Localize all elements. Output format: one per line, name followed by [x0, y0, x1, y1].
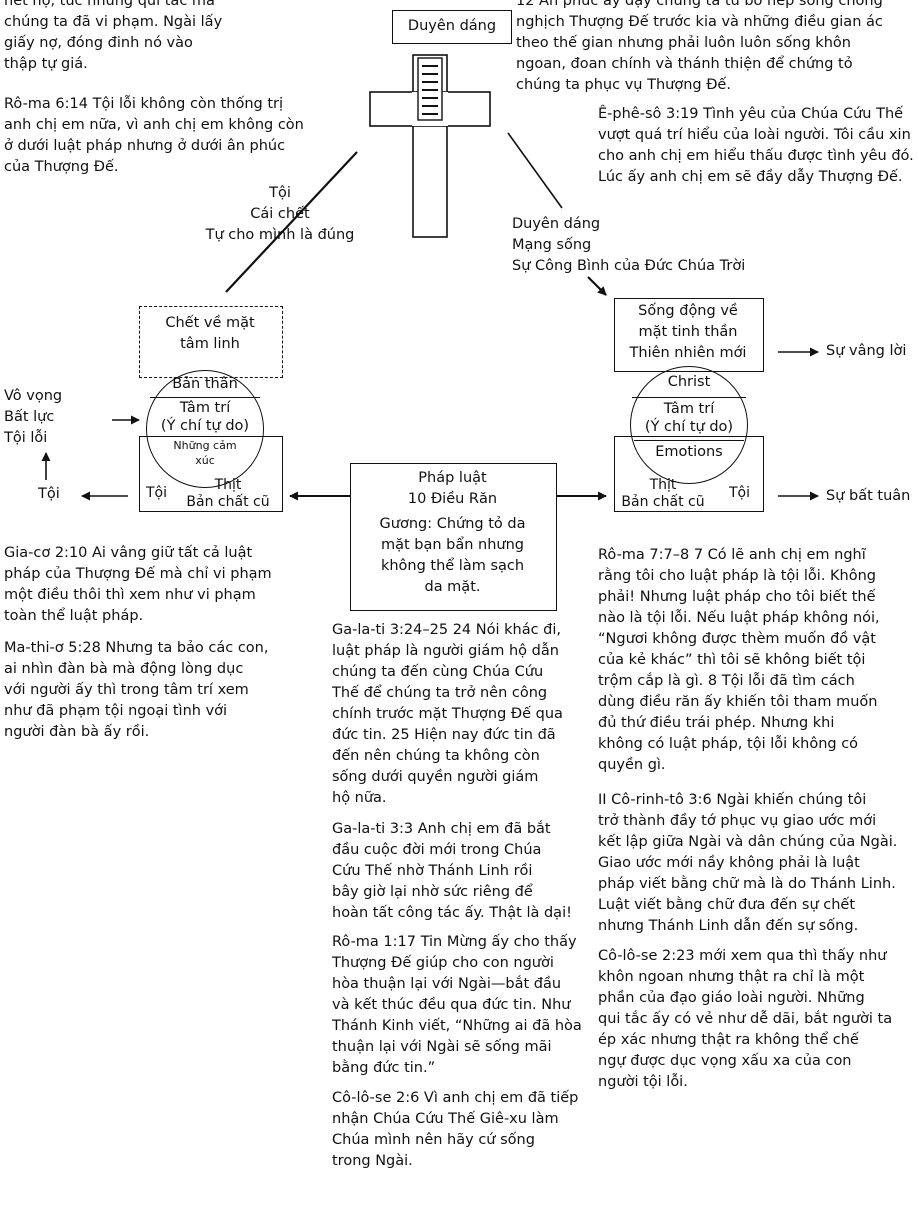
ephesians-text: Ê-phê-sô 3:19 Tình yêu của Chúa Cứu Thế … — [598, 106, 914, 185]
left-spirit-box: Chết về mặt tâm linh — [139, 306, 283, 378]
colossians-2-6-text: Cô-lô-se 2:6 Vì anh chị em đã tiếp nhận … — [332, 1090, 579, 1169]
cross-shape — [369, 54, 491, 238]
romans-7-7-text: Rô-ma 7:7–8 7 Có lẽ anh chị em nghĩ rằng… — [598, 547, 880, 773]
corinthians-3-6-text: II Cô-rinh-tô 3:6 Ngài khiến chúng tôi t… — [598, 792, 898, 934]
obedience-label: Sự vâng lời — [826, 343, 907, 359]
right-soul-circle — [630, 366, 748, 484]
left-out-sin-label: Tội — [38, 486, 60, 502]
galatians-3-24-text: Ga-la-ti 3:24–25 24 Nói khác đi, luật ph… — [332, 622, 563, 806]
law-title: Pháp luật 10 Điều Răn — [407, 470, 498, 507]
right-mind-label: Tâm trí (Ý chí tự do) — [644, 401, 734, 435]
arrow-into-right-figure — [587, 276, 607, 296]
titus-text: 12 Ân phúc ấy dạy chúng ta từ bỏ nếp sốn… — [516, 0, 883, 93]
law-box: Pháp luật 10 Điều Răn Gương: Chứng tỏ da… — [350, 463, 557, 611]
left-arrow-label: Tội Cái chết Tự cho mình là đúng — [205, 185, 355, 243]
colossians-text-top: hết nợ, tức những qui tắc mà chúng ta đã… — [4, 0, 223, 72]
galatians-3-3-text: Ga-la-ti 3:3 Anh chị em đã bắt đầu cuộc … — [332, 821, 572, 921]
right-spirit-box: Sống động về mặt tinh thần Thiên nhiên m… — [614, 298, 764, 372]
cross-label: Duyên dáng — [392, 10, 512, 44]
matthew-5-28-text: Ma-thi-ơ 5:28 Nhưng ta bảo các con, ai n… — [4, 640, 269, 740]
romans-6-14-text: Rô-ma 6:14 Tội lỗi không còn thống trị a… — [4, 96, 304, 175]
right-arrow-label: Duyên dáng Mạng sống Sự Công Bình của Đứ… — [512, 216, 746, 274]
left-mind-label: Tâm trí (Ý chí tự do) — [160, 400, 250, 434]
right-flesh-label: Thịt Bản chất cũ — [621, 477, 705, 510]
cross-to-right-line — [507, 132, 563, 209]
right-spirit-label: Sống động về mặt tinh thần Thiên nhiên m… — [629, 303, 747, 361]
cross-to-left-line — [225, 151, 358, 293]
law-mirror-text: Gương: Chứng tỏ da mặt bạn bẩn nhưng khô… — [379, 516, 526, 595]
christ-label: Christ — [667, 374, 711, 390]
colossians-2-23-text: Cô-lô-se 2:23 mới xem qua thì thấy như k… — [598, 948, 893, 1090]
disobedience-label: Sự bất tuân — [826, 488, 911, 504]
romans-1-17-text: Rô-ma 1:17 Tin Mừng ấy cho thấy Thượng Đ… — [332, 934, 582, 1076]
left-spirit-label: Chết về mặt tâm linh — [165, 315, 255, 352]
left-soul-circle — [146, 370, 264, 488]
left-flesh-label: Thịt Bản chất cũ — [186, 477, 270, 510]
left-emotions-label: Những cảm xúc — [173, 439, 237, 467]
left-self-label: Bản thân — [172, 376, 238, 392]
left-sin-label: Tội — [146, 485, 168, 501]
right-sin-label: Tội — [729, 485, 751, 501]
james-2-10-text: Gia-cơ 2:10 Ai vâng giữ tất cả luật pháp… — [4, 545, 272, 624]
right-emotions-label: Emotions — [655, 444, 723, 460]
hopeless-label: Vô vọng Bất lực Tội lỗi — [4, 388, 63, 446]
